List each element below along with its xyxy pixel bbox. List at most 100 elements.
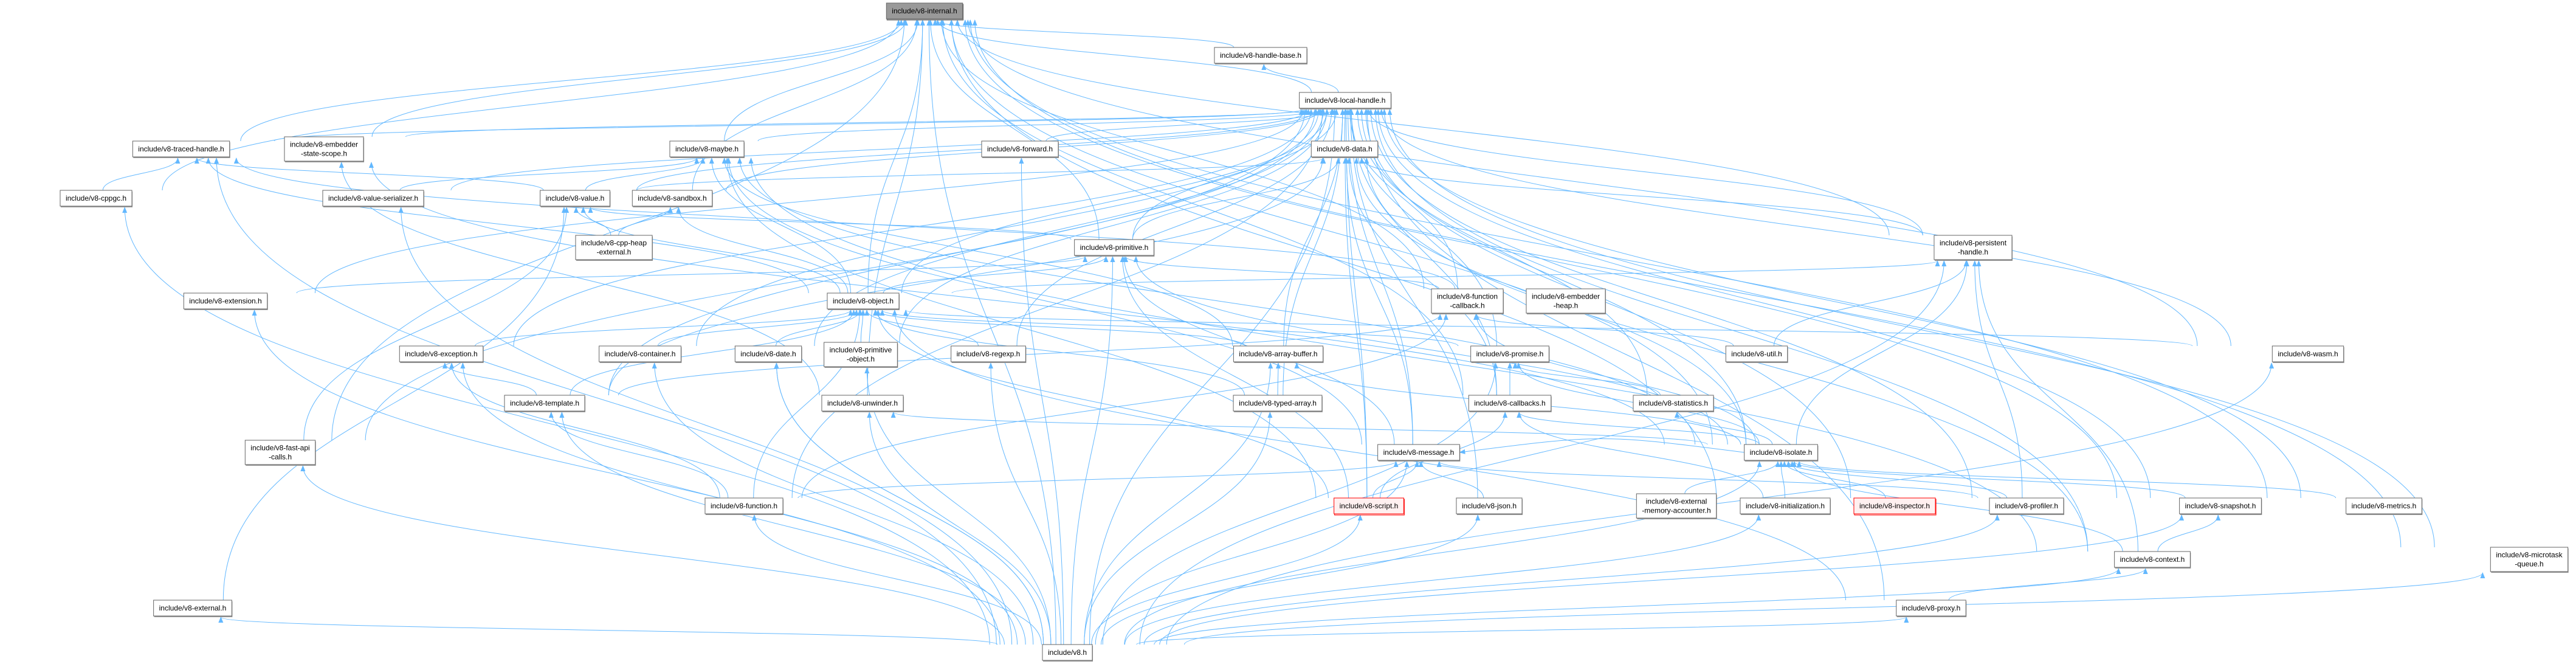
node-box (153, 600, 232, 617)
edge-proxy-to-context (1948, 568, 2148, 601)
graph-node-data[interactable]: include/v8-data.h (1310, 140, 1379, 158)
edge-profiler-to-persistent-handle (1972, 260, 2023, 499)
graph-node-primitive[interactable]: include/v8-primitive.h (1074, 239, 1155, 257)
node-box (981, 140, 1059, 157)
graph-node-util[interactable]: include/v8-util.h (1725, 345, 1788, 363)
graph-node-sandbox[interactable]: include/v8-sandbox.h (632, 190, 713, 207)
node-box (60, 190, 133, 207)
node-label: -handle.h (1958, 248, 1988, 257)
graph-node-initialization[interactable]: include/v8-initialization.h (1740, 497, 1831, 515)
graph-node-unwinder[interactable]: include/v8-unwinder.h (821, 395, 904, 412)
graph-node-traced-handle[interactable]: include/v8-traced-handle.h (132, 140, 230, 158)
node-box (1214, 47, 1307, 64)
graph-node-cppgc[interactable]: include/v8-cppgc.h (60, 190, 133, 207)
edge-v8-to-primitive (1070, 256, 1115, 645)
edge-util-to-persistent-handle (1773, 260, 1969, 347)
graph-node-function-callback[interactable]: include/v8-function-callback.h (1431, 288, 1504, 314)
node-label: include/v8-statistics.h (1639, 399, 1708, 407)
edge-isolate-to-embedder-state-scope (369, 162, 1665, 445)
edge-handle-base-to-internal (932, 19, 1235, 48)
graph-node-forward[interactable]: include/v8-forward.h (981, 140, 1059, 158)
graph-node-container[interactable]: include/v8-container.h (599, 345, 682, 363)
edge-external-memory-accounter-to-isolate (1684, 461, 1780, 494)
edge-fast-api-calls-to-internal (331, 19, 907, 441)
edge-function-callback-to-internal (939, 19, 1425, 289)
graph-node-snapshot[interactable]: include/v8-snapshot.h (2179, 497, 2262, 515)
node-box (1334, 497, 1404, 514)
node-label: include/v8-isolate.h (1750, 448, 1813, 457)
graph-node-script[interactable]: include/v8-script.h (1334, 497, 1405, 516)
edge-extension-to-primitive (296, 256, 1087, 294)
graph-node-function[interactable]: include/v8-function.h (704, 497, 784, 515)
edge-isolate-to-message (1459, 438, 1744, 454)
graph-node-callbacks[interactable]: include/v8-callbacks.h (1468, 395, 1552, 412)
edge-isolate-to-local-handle (1359, 109, 1747, 445)
edge-function-to-exception (449, 362, 720, 499)
edge-profiler-to-local-handle (1368, 109, 1972, 499)
edge-v8-to-value-serializer (398, 207, 1013, 645)
edge-container-to-object (657, 310, 859, 347)
graph-node-message[interactable]: include/v8-message.h (1377, 444, 1461, 462)
graph-node-wasm[interactable]: include/v8-wasm.h (2271, 345, 2344, 363)
edge-primitive-to-value (588, 207, 1072, 240)
node-label: include/v8-local-handle.h (1305, 96, 1386, 105)
graph-node-exception[interactable]: include/v8-exception.h (399, 345, 484, 363)
edge-statistics-to-promise (1512, 362, 1661, 396)
graph-node-fast-api-calls[interactable]: include/v8-fast-api-calls.h (244, 440, 316, 466)
node-label: -state-scope.h (301, 150, 347, 158)
edge-v8-to-traced-handle (214, 157, 997, 645)
edge-embedder-state-scope-to-internal (371, 19, 908, 137)
node-label: include/v8-embedder (290, 140, 358, 149)
edge-context-to-snapshot (2157, 514, 2221, 552)
graph-node-embedder-heap[interactable]: include/v8-embedder-heap.h (1526, 288, 1607, 314)
graph-node-typed-array[interactable]: include/v8-typed-array.h (1233, 395, 1323, 412)
graph-node-object[interactable]: include/v8-object.h (827, 292, 900, 310)
edge-metrics-to-internal (968, 19, 2268, 499)
graph-node-promise[interactable]: include/v8-promise.h (1470, 345, 1550, 363)
graph-node-metrics[interactable]: include/v8-metrics.h (2346, 497, 2423, 515)
graph-node-internal[interactable]: include/v8-internal.h (886, 2, 964, 21)
graph-node-value[interactable]: include/v8-value.h (540, 190, 611, 207)
edge-function-to-message (797, 461, 1399, 499)
graph-node-statistics[interactable]: include/v8-statistics.h (1633, 395, 1715, 412)
graph-node-regexp[interactable]: include/v8-regexp.h (951, 345, 1027, 363)
edge-v8-to-fast-api-calls (300, 465, 1005, 645)
graph-node-value-serializer[interactable]: include/v8-value-serializer.h (322, 190, 425, 207)
edge-v8-to-local-handle (1089, 109, 1337, 645)
graph-node-primitive-object[interactable]: include/v8-primitive-object.h (824, 342, 898, 368)
graph-node-persistent-handle[interactable]: include/v8-persistent-handle.h (1934, 235, 2013, 261)
edge-v8-to-template (559, 412, 1026, 645)
edge-embedder-heap-to-traced-handle (233, 157, 1456, 289)
graph-node-extension[interactable]: include/v8-extension.h (183, 292, 268, 310)
graph-node-external-memory-accounter[interactable]: include/v8-external-memory-accounter.h (1636, 493, 1717, 519)
graph-node-embedder-state-scope[interactable]: include/v8-embedder-state-scope.h (284, 136, 365, 162)
graph-node-json[interactable]: include/v8-json.h (1456, 497, 1523, 515)
node-box (1456, 497, 1523, 514)
graph-node-isolate[interactable]: include/v8-isolate.h (1744, 444, 1819, 462)
graph-node-v8[interactable]: include/v8.h (1042, 644, 1093, 662)
graph-node-context[interactable]: include/v8-context.h (2114, 551, 2191, 569)
edge-exception-to-object (475, 310, 853, 347)
node-box (1431, 288, 1504, 314)
graph-node-array-buffer[interactable]: include/v8-array-buffer.h (1233, 345, 1324, 363)
graph-node-inspector[interactable]: include/v8-inspector.h (1853, 497, 1937, 516)
graph-node-template[interactable]: include/v8-template.h (504, 395, 586, 412)
edge-script-to-maybe (725, 157, 1317, 499)
edge-primitive-object-to-object (860, 310, 866, 343)
graph-node-date[interactable]: include/v8-date.h (734, 345, 802, 363)
graph-node-external[interactable]: include/v8-external.h (153, 600, 233, 617)
graph-node-proxy[interactable]: include/v8-proxy.h (1896, 600, 1967, 617)
graph-node-maybe[interactable]: include/v8-maybe.h (669, 140, 745, 158)
edge-statistics-to-local-handle (1355, 109, 1648, 396)
graph-node-handle-base[interactable]: include/v8-handle-base.h (1214, 47, 1308, 64)
graph-node-profiler[interactable]: include/v8-profiler.h (1989, 497, 2065, 515)
graph-node-microtask-queue[interactable]: include/v8-microtask-queue.h (2490, 547, 2569, 573)
node-label: include/v8-typed-array.h (1239, 399, 1317, 407)
edge-v8-to-isolate (1124, 461, 1762, 645)
node-label: include/v8-util.h (1731, 350, 1782, 358)
edge-template-to-function-callback (618, 314, 1443, 396)
graph-node-local-handle[interactable]: include/v8-local-handle.h (1299, 92, 1392, 109)
graph-node-cpp-heap-external[interactable]: include/v8-cpp-heap-external.h (575, 235, 653, 261)
node-label: include/v8-function.h (711, 502, 777, 510)
